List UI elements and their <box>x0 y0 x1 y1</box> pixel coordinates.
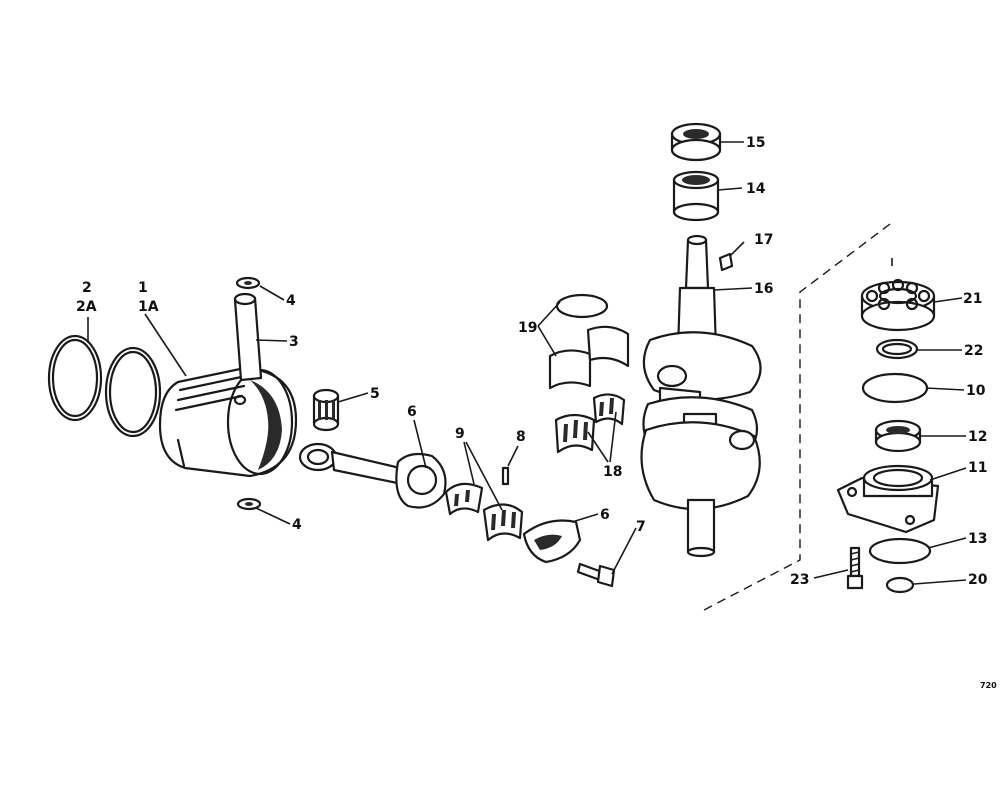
callout-12: 12 <box>968 429 987 445</box>
main-bearing-cage-set-18 <box>554 393 626 454</box>
o-ring-13 <box>868 537 932 565</box>
callout-2a: 2A <box>76 299 97 315</box>
callout-19: 19 <box>518 320 537 336</box>
callout-2: 2 <box>82 280 92 296</box>
retaining-ring-22 <box>875 338 919 360</box>
callout-1: 1 <box>138 280 148 296</box>
piston-ring-inner <box>104 346 162 438</box>
callout-18: 18 <box>603 464 622 480</box>
callout-16: 16 <box>754 281 773 297</box>
callout-4-top: 4 <box>286 293 296 309</box>
callout-7: 7 <box>636 519 646 535</box>
callout-5: 5 <box>370 386 380 402</box>
rod-bearing-cage-a <box>444 482 484 516</box>
callout-15: 15 <box>746 135 765 151</box>
callout-13: 13 <box>968 531 987 547</box>
seal-ring-20 <box>885 576 915 594</box>
roller-bearing-12 <box>874 419 922 453</box>
connecting-rod <box>298 442 447 509</box>
rod-bolt <box>576 562 616 588</box>
assembly-boundary-line <box>703 223 891 611</box>
woodruff-key <box>718 252 734 272</box>
oil-seal-top <box>670 122 722 162</box>
callout-14: 14 <box>746 181 766 197</box>
callout-9: 9 <box>455 426 465 442</box>
callout-3: 3 <box>289 334 299 350</box>
dowel-pin <box>501 466 510 486</box>
figure-number: 720 <box>980 681 997 690</box>
piston <box>158 366 298 478</box>
o-ring-10 <box>861 372 929 404</box>
pin-retainer-bottom <box>236 497 262 511</box>
callout-4-bottom: 4 <box>292 517 302 533</box>
callout-20: 20 <box>968 572 988 588</box>
rod-bearing-cage-b <box>482 503 524 542</box>
main-bearing-liner-set-19 <box>548 293 630 390</box>
callout-23: 23 <box>790 572 809 588</box>
callout-11: 11 <box>968 460 987 476</box>
callout-8: 8 <box>516 429 526 445</box>
callout-10: 10 <box>966 383 986 399</box>
housing-screw-23 <box>846 546 864 590</box>
pin-retainer-top <box>235 276 261 290</box>
rod-cap <box>522 519 582 564</box>
leader-lines <box>87 141 967 585</box>
needle-bearing-top <box>672 170 720 222</box>
piston-ring-outer <box>47 334 103 422</box>
bearing-housing-11 <box>836 464 940 534</box>
needle-bearing-small-end <box>312 388 340 432</box>
callout-21: 21 <box>963 291 982 307</box>
callout-22: 22 <box>964 343 983 359</box>
ball-bearing <box>860 278 936 332</box>
callout-6-cap: 6 <box>600 507 610 523</box>
callout-17: 17 <box>754 232 773 248</box>
wrist-pin <box>233 292 263 382</box>
crankshaft <box>640 234 762 558</box>
callout-1a: 1A <box>138 299 159 315</box>
callout-6-rod: 6 <box>407 404 417 420</box>
